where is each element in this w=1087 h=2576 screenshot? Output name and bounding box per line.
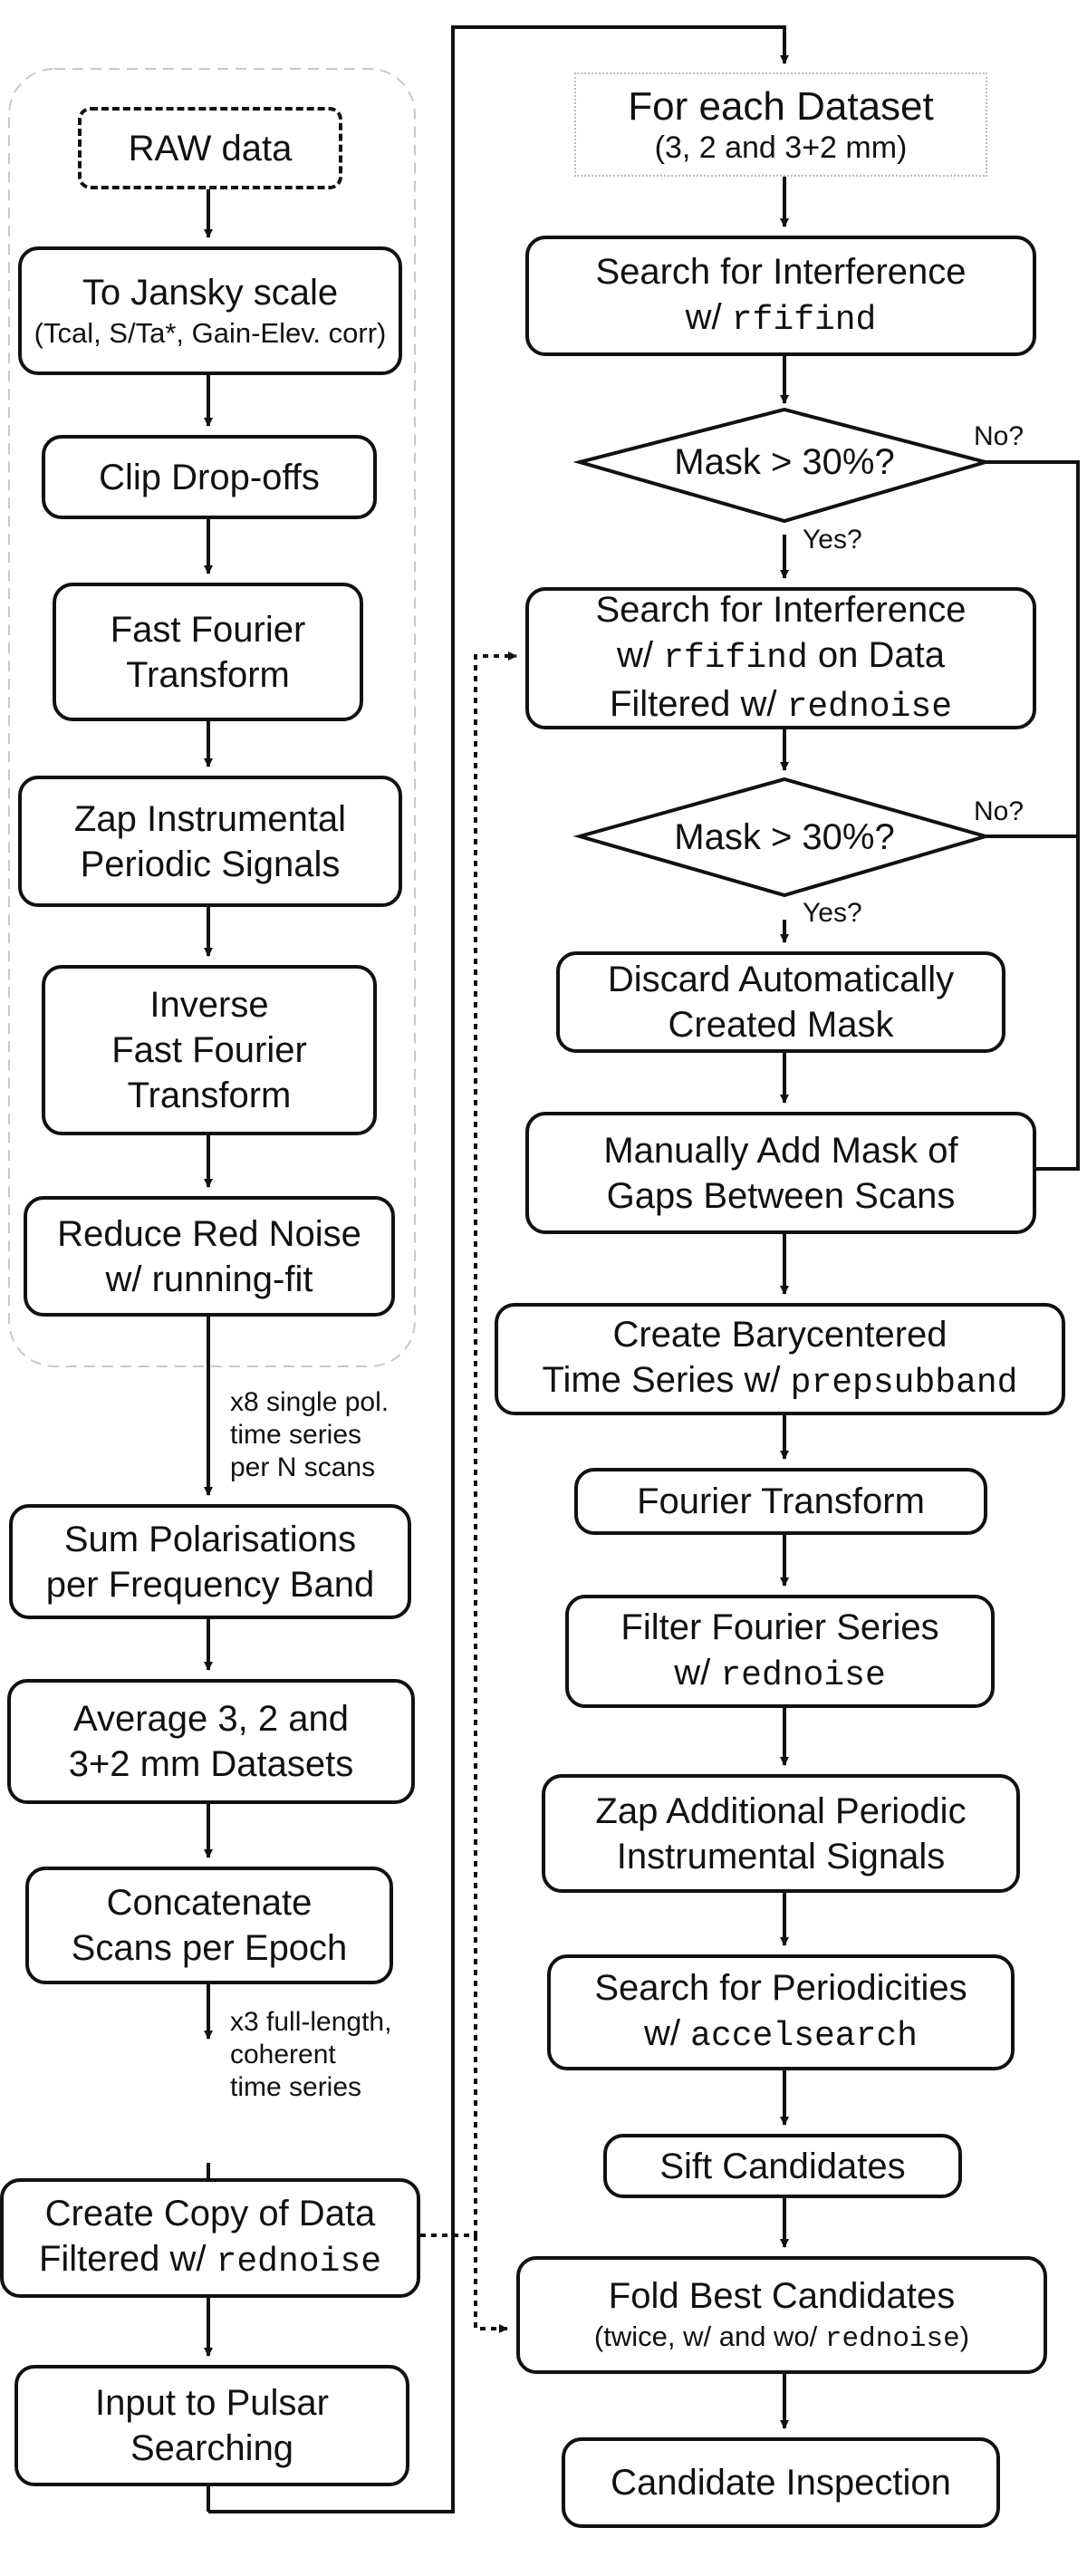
reduce-red-noise-node: Reduce Red Noise w/ running-fit — [24, 1196, 395, 1317]
fft-line2: Transform — [126, 654, 290, 695]
input-pulsar-node: Input to Pulsar Searching — [14, 2365, 409, 2486]
zap-additional-node: Zap Additional Periodic Instrumental Sig… — [542, 1774, 1020, 1893]
zap-instrumental-node: Zap Instrumental Periodic Signals — [18, 776, 402, 907]
dataset-loop-line1: For each Dataset — [628, 83, 934, 129]
ifft-node: Inverse Fast Fourier Transform — [42, 965, 377, 1135]
search-interference-2-line2: w/ rfifind on Data — [617, 634, 945, 678]
jansky-scale-title: To Jansky scale — [82, 273, 339, 313]
mask-decision-1-label: Mask > 30%? — [674, 441, 895, 482]
barycentered-line2: Time Series w/ prepsubband — [542, 1360, 1018, 1403]
search-interference-2-line1: Search for Interference — [595, 589, 967, 630]
search-interference-2-node: Search for Interference w/ rfifind on Da… — [525, 587, 1036, 729]
full-length-line1: x3 full-length, — [230, 2007, 392, 2037]
discard-mask-line2: Created Mask — [668, 1005, 894, 1045]
average-datasets-line2: 3+2 mm Datasets — [68, 1744, 354, 1784]
average-datasets-line1: Average 3, 2 and — [73, 1699, 349, 1739]
input-pulsar-line2: Searching — [130, 2428, 294, 2468]
manual-mask-node: Manually Add Mask of Gaps Between Scans — [525, 1112, 1036, 1234]
sift-candidates-node: Sift Candidates — [603, 2134, 962, 2198]
mask-decision-2-diamond — [572, 777, 993, 898]
ifft-line3: Transform — [127, 1076, 292, 1115]
single-pol-line3: per N scans — [230, 1452, 376, 1482]
barycentered-node: Create Barycentered Time Series w/ preps… — [495, 1303, 1065, 1415]
sum-polarisations-line2: per Frequency Band — [45, 1564, 375, 1605]
candidate-inspection-node: Candidate Inspection — [562, 2437, 1000, 2528]
fold-candidates-node: Fold Best Candidates (twice, w/ and wo/ … — [516, 2256, 1047, 2374]
fold-candidates-line1: Fold Best Candidates — [608, 2275, 956, 2316]
fold-candidates-line2: (twice, w/ and wo/ rednoise) — [593, 2320, 970, 2355]
filter-fourier-node: Filter Fourier Series w/ rednoise — [565, 1595, 995, 1708]
jansky-scale-subtitle: (Tcal, S/Ta*, Gain-Elev. corr) — [34, 317, 387, 349]
search-periodicities-line2: w/ accelsearch — [644, 2013, 918, 2056]
concatenate-scans-node: Concatenate Scans per Epoch — [25, 1867, 393, 1984]
no-branch-2-label: No? — [974, 796, 1024, 826]
search-interference-2-line3: Filtered w/ rednoise — [609, 683, 953, 727]
clip-dropoffs-node: Clip Drop-offs — [42, 435, 377, 519]
input-pulsar-line1: Input to Pulsar — [95, 2383, 329, 2423]
sum-polarisations-line1: Sum Polarisations — [63, 1519, 357, 1559]
filter-fourier-line2: w/ rednoise — [674, 1652, 886, 1695]
concatenate-scans-line2: Scans per Epoch — [71, 1928, 348, 1968]
create-copy-line1: Create Copy of Data — [44, 2194, 376, 2233]
fft-node: Fast Fourier Transform — [53, 583, 363, 721]
dataset-loop-node: For each Dataset (3, 2 and 3+2 mm) — [574, 72, 987, 177]
fourier-transform-node: Fourier Transform — [574, 1468, 987, 1535]
create-copy-line2: Filtered w/ rednoise — [38, 2239, 382, 2282]
mask-decision-1-diamond — [572, 407, 993, 524]
discard-mask-node: Discard Automatically Created Mask — [556, 951, 1005, 1053]
yes-branch-1-label: Yes? — [803, 525, 862, 555]
preprocessing-group-outline — [8, 68, 416, 1367]
fourier-transform-label: Fourier Transform — [637, 1481, 925, 1521]
raw-data-label: RAW data — [128, 128, 293, 169]
concatenate-scans-line1: Concatenate — [106, 1883, 313, 1923]
barycentered-line1: Create Barycentered — [612, 1315, 948, 1355]
search-periodicities-line1: Search for Periodicities — [594, 1968, 967, 2008]
zap-additional-line1: Zap Additional Periodic — [595, 1790, 967, 1831]
ifft-line2: Fast Fourier — [111, 1030, 307, 1070]
jansky-scale-node: To Jansky scale (Tcal, S/Ta*, Gain-Elev.… — [18, 246, 402, 375]
single-pol-line2: time series — [230, 1420, 362, 1450]
dataset-loop-line2: (3, 2 and 3+2 mm) — [654, 130, 908, 165]
reduce-red-noise-line2: w/ running-fit — [105, 1259, 313, 1299]
fft-line1: Fast Fourier — [110, 609, 306, 650]
discard-mask-line1: Discard Automatically — [607, 960, 955, 999]
sum-polarisations-node: Sum Polarisations per Frequency Band — [9, 1504, 411, 1619]
average-datasets-node: Average 3, 2 and 3+2 mm Datasets — [7, 1679, 415, 1804]
full-length-annotation: x3 full-length, coherent time series — [230, 2006, 391, 2104]
manual-mask-line2: Gaps Between Scans — [606, 1175, 956, 1216]
raw-data-node: RAW data — [78, 107, 342, 189]
full-length-line2: coherent — [230, 2040, 336, 2069]
reduce-red-noise-line1: Reduce Red Noise — [57, 1213, 361, 1254]
search-interference-1-line2: w/ rfifind — [685, 296, 877, 340]
clip-dropoffs-label: Clip Drop-offs — [99, 457, 320, 497]
sift-candidates-label: Sift Candidates — [659, 2146, 906, 2186]
candidate-inspection-label: Candidate Inspection — [611, 2463, 951, 2503]
zap-additional-line2: Instrumental Signals — [616, 1836, 946, 1877]
manual-mask-line1: Manually Add Mask of — [603, 1130, 958, 1171]
yes-branch-2-label: Yes? — [803, 898, 862, 928]
full-length-line3: time series — [230, 2072, 362, 2102]
search-interference-1-node: Search for Interference w/ rfifind — [525, 236, 1036, 356]
search-interference-1-line1: Search for Interference — [595, 251, 967, 292]
filter-fourier-line1: Filter Fourier Series — [620, 1606, 939, 1647]
zap-instrumental-line1: Zap Instrumental — [73, 798, 347, 839]
no-branch-1-label: No? — [974, 421, 1024, 451]
search-periodicities-node: Search for Periodicities w/ accelsearch — [547, 1954, 1015, 2070]
zap-instrumental-line2: Periodic Signals — [80, 844, 341, 884]
single-pol-annotation: x8 single pol. time series per N scans — [230, 1386, 389, 1484]
mask-decision-2-label: Mask > 30%? — [674, 816, 895, 857]
ifft-line1: Inverse — [149, 985, 269, 1025]
create-copy-node: Create Copy of Data Filtered w/ rednoise — [0, 2178, 420, 2298]
single-pol-line1: x8 single pol. — [230, 1387, 390, 1417]
